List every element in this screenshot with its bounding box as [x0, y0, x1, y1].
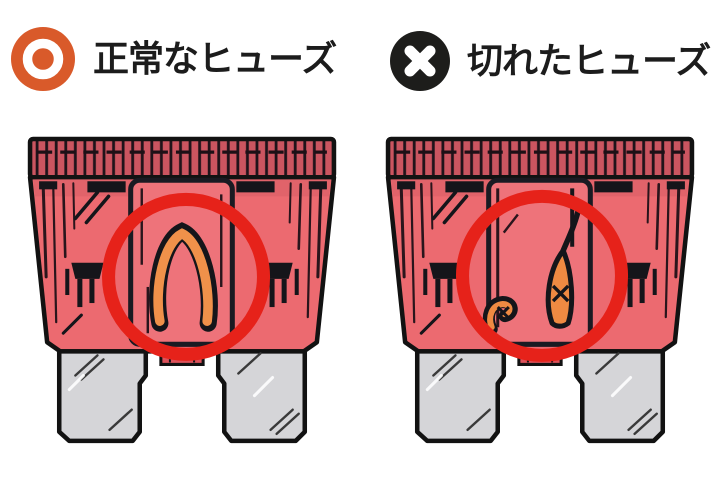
highlight-circle — [101, 192, 271, 361]
ok-double-circle-icon — [11, 27, 75, 91]
x-cross-icon — [390, 31, 450, 91]
fuse-element-intact — [149, 222, 218, 332]
left-terminal-mark — [423, 262, 462, 308]
normal-fuse-label: 正常なヒューズ — [93, 38, 337, 79]
left-terminal-mark — [65, 262, 104, 308]
fuse-cap — [27, 136, 337, 180]
blade-terminals — [414, 349, 666, 444]
blown-fuse-label: 切れたヒューズ — [467, 40, 711, 81]
normal-fuse-illustration — [27, 136, 337, 444]
blade-terminals — [56, 349, 308, 444]
legend-normal-fuse: 正常なヒューズ — [10, 26, 337, 92]
fuse-cap — [385, 136, 695, 180]
legend-blown-fuse: 切れたヒューズ — [389, 30, 711, 92]
highlight-circle — [455, 189, 629, 362]
fuse-element-broken — [483, 203, 583, 336]
blown-fuse-illustration — [385, 136, 695, 444]
